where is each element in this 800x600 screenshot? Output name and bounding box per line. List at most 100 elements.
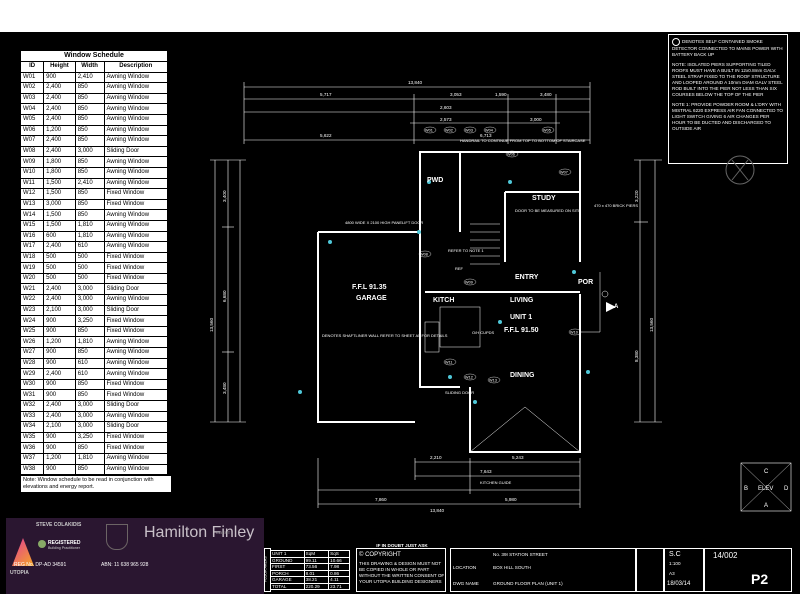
- shaftliner-note: DENOTES SHAFTLINER WALL REFER TO SHEET A…: [322, 333, 448, 338]
- warning-label: IF IN DOUBT JUST ASK: [376, 543, 428, 548]
- cell-description: Fixed Window: [103, 315, 168, 327]
- window-tag: W10: [568, 328, 582, 336]
- company-short: UTOPIA: [10, 570, 29, 576]
- shield-icon: [106, 524, 128, 550]
- dim-bottom-f: 13,840: [430, 508, 444, 513]
- reg-number: REG No. DP-AD 34591: [14, 562, 67, 568]
- cell-width: 500: [74, 251, 105, 264]
- cell-id: W23: [19, 304, 45, 317]
- sheet-number: P2: [751, 571, 769, 587]
- brick-piers-note: 470 x 470 BRICK PIERS: [594, 203, 638, 208]
- dim-top-d: 3,480: [540, 92, 552, 97]
- dim-bottom-d: 7,860: [375, 497, 387, 502]
- room-garage: GARAGE: [356, 295, 387, 302]
- cell-description: Awning Window: [103, 336, 168, 349]
- ffl-garage: F.F.L 91.35: [352, 284, 387, 291]
- cell-id: W30: [19, 378, 45, 391]
- room-pwd: PWD: [427, 177, 443, 184]
- window-tag: W07: [558, 168, 572, 176]
- cell-description: Awning Window: [103, 368, 168, 380]
- cell-id: W22: [19, 294, 45, 306]
- area-cell: 0.86: [328, 569, 350, 577]
- cell-width: 3,000: [74, 400, 105, 412]
- cell-id: W29: [19, 368, 45, 380]
- cell-id: W20: [19, 272, 45, 285]
- area-cell: 4.11: [328, 576, 350, 584]
- elev-letter-b: B: [744, 486, 748, 492]
- room-unit: UNIT 1: [510, 314, 532, 321]
- registered-sub: Building Practitioner: [48, 546, 80, 550]
- cell-id: W32: [19, 400, 45, 412]
- cell-id: W27: [19, 347, 45, 359]
- cell-description: Fixed Window: [103, 251, 168, 264]
- copyright-box: IF IN DOUBT JUST ASK © COPYRIGHT THIS DR…: [356, 543, 446, 592]
- svg-text:W12: W12: [465, 376, 473, 380]
- cell-width: 3,000: [74, 304, 105, 317]
- cell-id: W25: [19, 325, 45, 338]
- window-tag: W06: [505, 150, 519, 158]
- dim-left-a: 3,400: [222, 190, 227, 202]
- cell-width: 850: [74, 389, 105, 401]
- copyright-label: © COPYRIGHT: [359, 552, 401, 558]
- cell-description: Awning Window: [103, 463, 168, 476]
- address-line: No. 39I STATION STREET: [493, 552, 548, 557]
- area-cell: GARAGE: [270, 576, 305, 584]
- dim-top-b: 3,053: [450, 92, 462, 97]
- window-tag: W09: [463, 278, 477, 286]
- room-living: LIVING: [510, 297, 534, 304]
- dwg-name-label: DWG NAME: [453, 581, 479, 586]
- cell-id: W28: [19, 357, 45, 370]
- dim-top-c: 1,590: [495, 92, 507, 97]
- cell-description: Sliding Door: [103, 304, 168, 317]
- cell-width: 3,000: [74, 410, 105, 423]
- window-tag: W12: [463, 373, 477, 381]
- cell-width: 1,810: [74, 336, 105, 349]
- window-schedule-table: Window Schedule ID Height Width Descript…: [19, 50, 168, 486]
- north-point-icon: [725, 155, 755, 185]
- cell-id: W18: [19, 251, 45, 264]
- window-tag: W04: [483, 126, 497, 134]
- svg-text:W07: W07: [560, 171, 568, 175]
- registered-badge-icon: [38, 540, 46, 548]
- dim-top-e: 5,622: [320, 133, 332, 138]
- copyright-icon: ©: [359, 552, 364, 558]
- cell-description: Fixed Window: [103, 378, 168, 391]
- cell-width: 1,810: [74, 452, 105, 465]
- svg-text:W01: W01: [425, 129, 433, 133]
- elev-letter-a: A: [764, 503, 768, 509]
- room-entry: ENTRY: [515, 274, 539, 281]
- cell-description: Fixed Window: [103, 442, 168, 454]
- svg-text:W11: W11: [445, 361, 453, 365]
- window-tag: W08: [418, 250, 432, 258]
- cell-id: W37: [19, 452, 45, 465]
- cell-width: 850: [74, 325, 105, 338]
- cell-description: Fixed Window: [103, 272, 168, 285]
- window-tag: W11: [443, 358, 457, 366]
- powder-room-note: NOTE 1: PROVIDE POWDER ROOM & L'DRY WITH…: [672, 102, 783, 131]
- job-number: 14/002: [713, 551, 738, 560]
- ref-label: REF: [455, 266, 464, 271]
- drawing-sheet: Window Schedule ID Height Width Descript…: [0, 32, 800, 594]
- cell-width: 850: [74, 347, 105, 359]
- cell-id: W34: [19, 421, 45, 433]
- dim-top-i: 2,603: [440, 105, 452, 110]
- sliding-door-label: SLIDING DOOR: [445, 390, 474, 395]
- dim-left-c: 3,480: [222, 382, 227, 394]
- cell-width: 3,000: [74, 283, 105, 296]
- handrail-note: HANDRAIL TO CONTINUE FROM TOP TO BOTTOM …: [460, 138, 586, 143]
- notes-box: DENOTES SELF CONTAINED SMOKE DETECTOR CO…: [668, 34, 788, 164]
